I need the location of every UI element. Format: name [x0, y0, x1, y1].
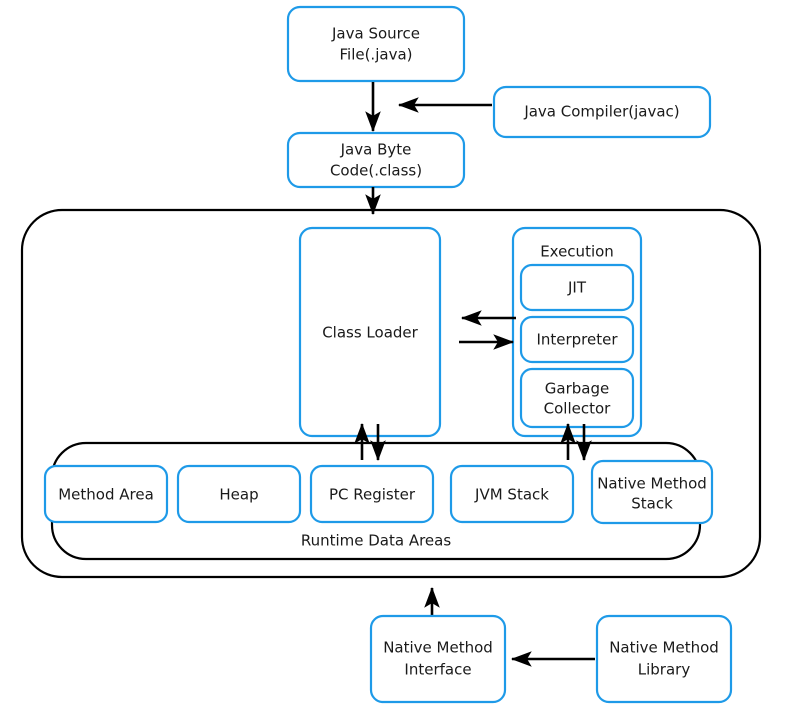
jit-label: JIT: [567, 279, 587, 297]
heap-box[interactable]: [176, 464, 302, 524]
jvm-stack-box[interactable]: [449, 464, 575, 524]
node-method-area[interactable]: Method Area: [43, 464, 169, 524]
node-java-source-file[interactable]: Java Source File(.java): [286, 5, 466, 83]
interpreter-label: Interpreter: [536, 331, 618, 349]
jvm-outer-container: [20, 208, 762, 579]
native-method-stack-label-line2: Stack: [631, 495, 673, 513]
node-jvm-stack[interactable]: JVM Stack: [449, 464, 575, 524]
native-method-stack-label-line1: Native Method: [597, 475, 707, 493]
node-native-method-interface[interactable]: Native Method Interface: [369, 614, 507, 704]
java-source-file-label-line2: File(.java): [339, 46, 412, 64]
runtime-data-areas-label: Runtime Data Areas: [301, 532, 452, 550]
java-source-file-label-line1: Java Source: [331, 25, 420, 43]
native-method-stack-box[interactable]: [590, 459, 714, 525]
method-area-box[interactable]: [43, 464, 169, 524]
class-loader-box[interactable]: [298, 226, 442, 438]
node-pc-register[interactable]: PC Register: [309, 464, 435, 524]
native-method-interface-label-line2: Interface: [404, 661, 471, 679]
node-java-compiler[interactable]: Java Compiler(javac): [492, 85, 712, 139]
execution-label: Execution: [540, 243, 614, 261]
node-heap[interactable]: Heap: [176, 464, 302, 524]
native-method-interface-box[interactable]: [369, 614, 507, 704]
method-area-label: Method Area: [58, 486, 154, 504]
java-source-file-box[interactable]: [286, 5, 466, 83]
node-interpreter[interactable]: Interpreter: [519, 315, 635, 364]
heap-label: Heap: [219, 486, 258, 504]
native-method-library-box[interactable]: [595, 614, 733, 704]
garbage-collector-label-line2: Collector: [544, 400, 612, 418]
node-execution[interactable]: Execution JIT Interpreter Garbage Collec…: [511, 226, 643, 438]
native-method-library-label-line2: Library: [638, 661, 691, 679]
native-method-library-label-line1: Native Method: [609, 639, 719, 657]
node-class-loader[interactable]: Class Loader: [298, 226, 442, 438]
node-jit[interactable]: JIT: [519, 263, 635, 312]
node-java-byte-code[interactable]: Java Byte Code(.class): [286, 131, 466, 189]
garbage-collector-label-line1: Garbage: [545, 380, 609, 398]
class-loader-label: Class Loader: [322, 324, 418, 342]
jit-box[interactable]: [519, 263, 635, 312]
java-byte-code-label-line1: Java Byte: [340, 141, 412, 159]
node-native-method-stack[interactable]: Native Method Stack: [590, 459, 714, 525]
java-compiler-box[interactable]: [492, 85, 712, 139]
jvm-stack-label: JVM Stack: [474, 486, 549, 504]
interpreter-box[interactable]: [519, 315, 635, 364]
garbage-collector-box[interactable]: [519, 367, 635, 429]
pc-register-box[interactable]: [309, 464, 435, 524]
java-byte-code-box[interactable]: [286, 131, 466, 189]
pc-register-label: PC Register: [329, 486, 416, 504]
java-byte-code-label-line2: Code(.class): [330, 162, 422, 180]
node-native-method-library[interactable]: Native Method Library: [595, 614, 733, 704]
native-method-interface-label-line1: Native Method: [383, 639, 493, 657]
java-compiler-label: Java Compiler(javac): [523, 103, 679, 121]
node-garbage-collector[interactable]: Garbage Collector: [519, 367, 635, 429]
